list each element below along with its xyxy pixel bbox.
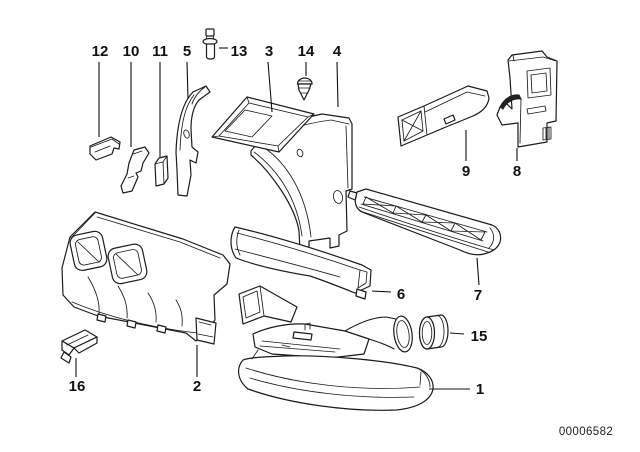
part-10-trim-strip: [120, 146, 150, 194]
callout-leader-4: [336, 61, 339, 108]
callout-label-10: 10: [123, 43, 140, 60]
callout-leader-7: [476, 257, 480, 286]
callout-label-14: 14: [298, 43, 315, 60]
callout-label-11: 11: [152, 43, 168, 60]
callout-label-1: 1: [476, 381, 484, 398]
callout-label-12: 12: [92, 43, 109, 60]
part-1-air-duct-assembly: [238, 285, 434, 411]
part-9-air-duct-upper: [397, 85, 490, 147]
part-8-side-bracket: [496, 50, 558, 148]
callout-label-5: 5: [183, 43, 191, 60]
callout-leader-3: [267, 61, 273, 113]
callout-label-9: 9: [462, 163, 470, 180]
part-16-retaining-clip: [60, 329, 98, 364]
callout-leader-5: [186, 61, 189, 100]
document-number: 00006582: [558, 426, 614, 438]
part-2-air-intake-duct: [61, 211, 231, 345]
callout-label-2: 2: [193, 378, 201, 395]
part-5-side-panel: [175, 85, 211, 197]
part-13-rivet: [202, 28, 218, 60]
part-14-push-clip: [296, 77, 313, 101]
part-6-air-channel-beam: [230, 226, 372, 300]
callout-leader-15: [449, 332, 465, 335]
callout-label-16: 16: [69, 378, 86, 395]
part-7-truss-rail: [347, 188, 502, 256]
callout-label-8: 8: [513, 163, 521, 180]
part-12-clip-bracket: [89, 136, 121, 161]
callout-leader-6: [371, 290, 392, 293]
callout-label-3: 3: [265, 43, 273, 60]
part-3-cover-tray: [211, 96, 315, 153]
callout-label-7: 7: [474, 287, 482, 304]
callout-label-13: 13: [231, 43, 248, 60]
part-15-hose-ring: [418, 314, 449, 350]
callout-label-6: 6: [397, 286, 405, 303]
callout-label-4: 4: [333, 43, 342, 60]
callout-label-15: 15: [471, 328, 488, 345]
part-11-spacer-block: [154, 155, 169, 187]
